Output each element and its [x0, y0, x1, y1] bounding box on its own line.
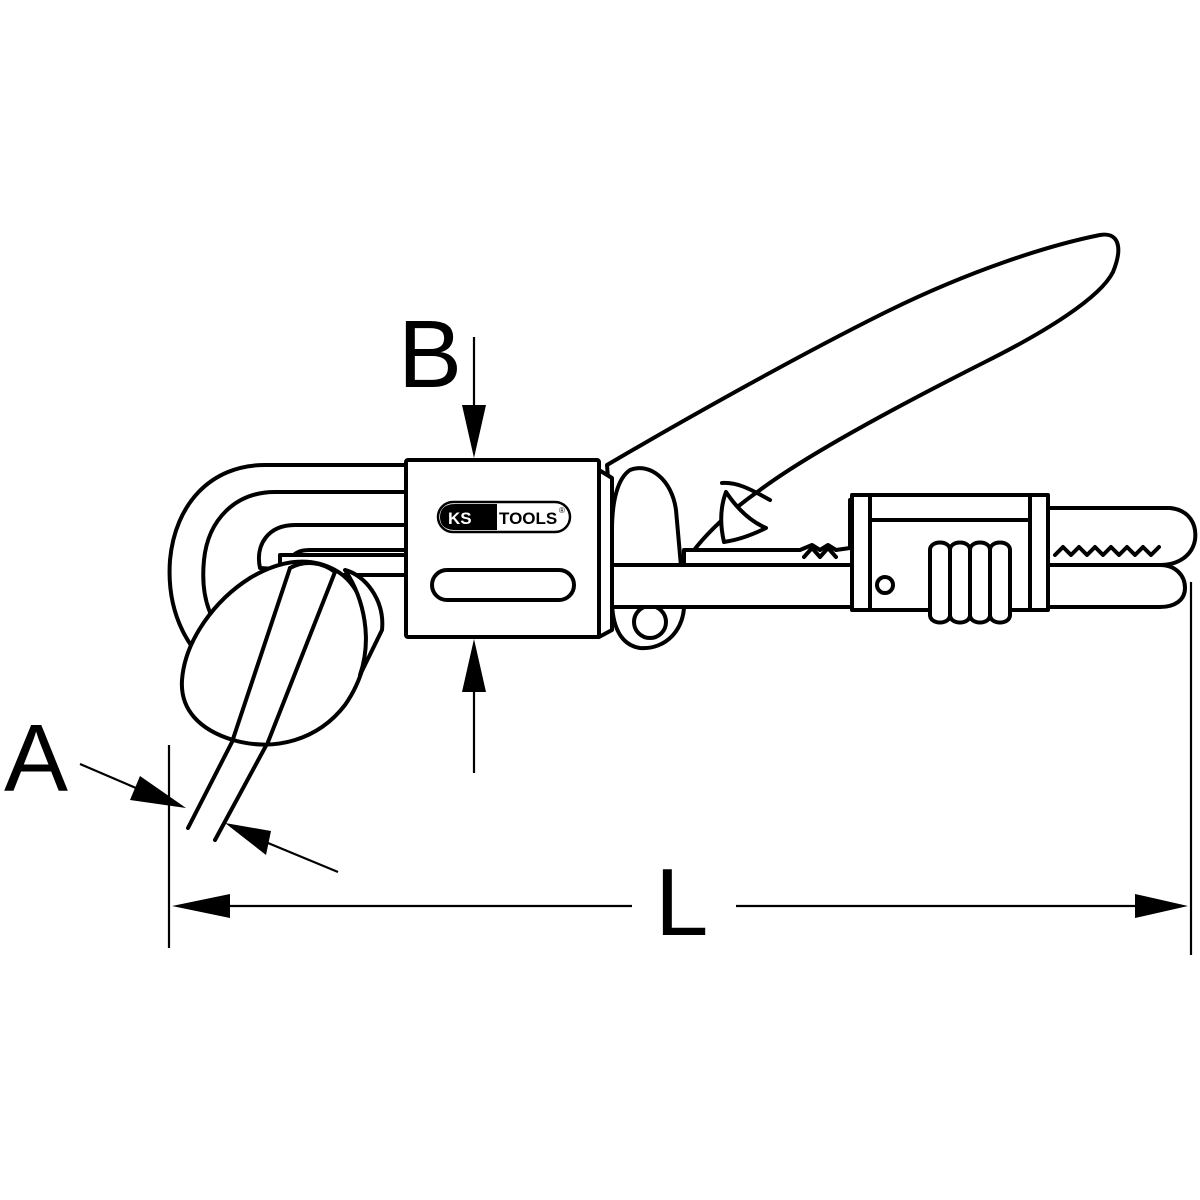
front-jaw	[179, 559, 385, 747]
logo-tools-text: TOOLS	[499, 509, 557, 528]
logo-registered-mark: ®	[559, 506, 565, 515]
dimension-a-label: A	[4, 705, 68, 812]
dimension-b: B	[398, 301, 486, 773]
logo-ks-text: KS	[448, 509, 472, 528]
dimension-l: L	[167, 582, 1193, 956]
wrench-body: KS TOOLS ®	[404, 458, 614, 639]
dimension-b-label: B	[398, 301, 462, 408]
dimension-l-label: L	[655, 849, 708, 956]
dimension-a: A	[4, 705, 339, 874]
adjusting-nut-housing	[850, 493, 1050, 625]
pipe	[186, 740, 270, 842]
ks-tools-logo: KS TOOLS ®	[436, 500, 572, 534]
